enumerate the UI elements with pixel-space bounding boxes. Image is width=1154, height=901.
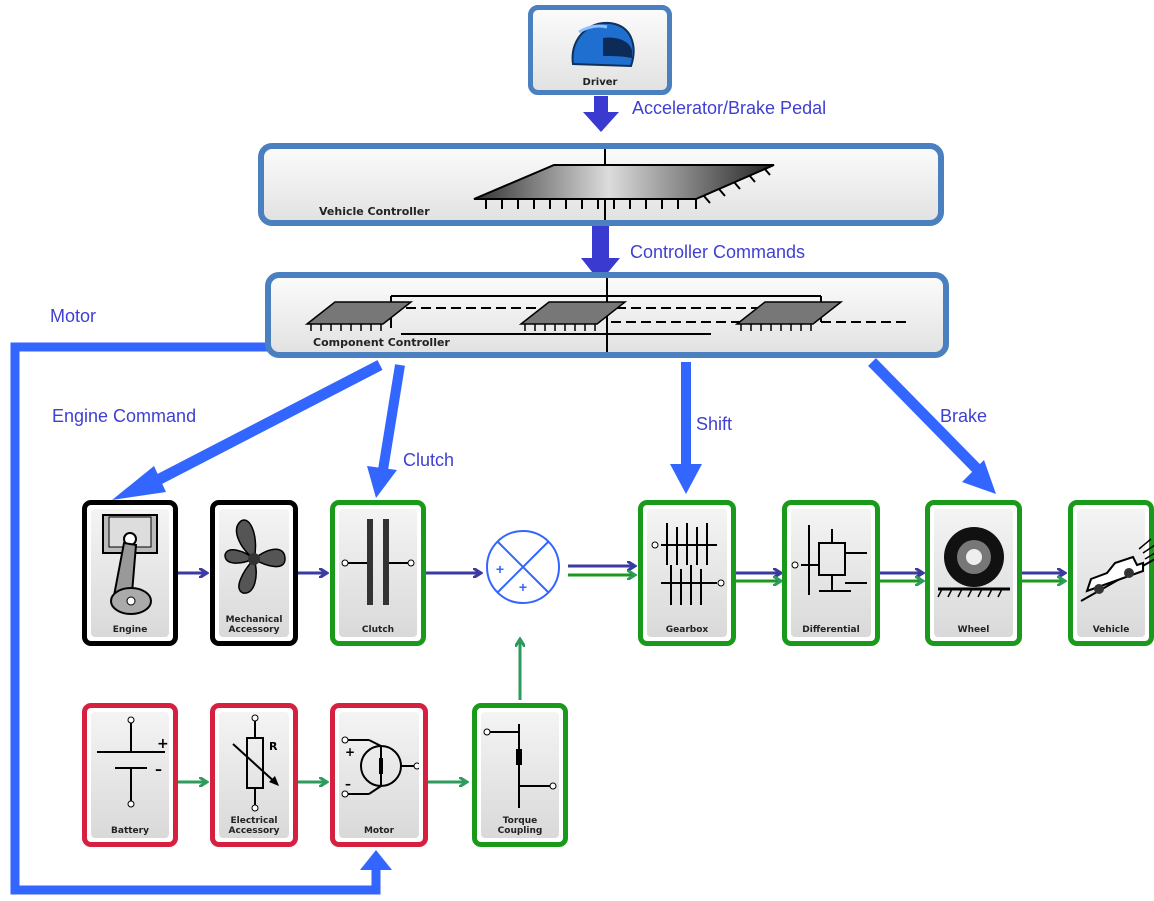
driver-label: Driver bbox=[582, 77, 618, 88]
motor-plus-sign: + bbox=[345, 745, 355, 759]
electrical-accessory-label: Electrical Accessory bbox=[215, 816, 293, 836]
electrical-accessory-label-line2: Accessory bbox=[228, 826, 280, 836]
vehicle-controller-block[interactable]: Vehicle Controller bbox=[258, 143, 944, 226]
commands-signal-label: Controller Commands bbox=[630, 242, 806, 262]
engine-block[interactable]: Engine bbox=[82, 500, 178, 646]
wheel-block[interactable]: Wheel bbox=[925, 500, 1022, 646]
component-controller-label: Component Controller bbox=[313, 336, 450, 349]
mechanical-flow-green-arrows bbox=[568, 575, 1064, 581]
electrical-accessory-block[interactable]: R Electrical Accessory bbox=[210, 703, 298, 847]
pedal-signal-label: Accelerator/Brake Pedal bbox=[632, 98, 827, 118]
commands-arrow bbox=[581, 218, 620, 282]
helmet-icon bbox=[571, 21, 635, 68]
motor-signal-label: Motor bbox=[50, 306, 97, 326]
motor-command-arrowhead bbox=[360, 850, 392, 870]
torque-coupling-block[interactable]: Torque Coupling bbox=[472, 703, 568, 847]
vehicle-block[interactable]: Vehicle bbox=[1068, 500, 1154, 646]
chip-network-icon bbox=[304, 278, 911, 352]
mechanical-accessory-label: Mechanical Accessory bbox=[215, 615, 293, 635]
battery-minus-sign: – bbox=[155, 762, 162, 778]
motor-minus-sign: – bbox=[345, 777, 351, 791]
mechanical-flow-arrows bbox=[178, 566, 1064, 573]
engine-label: Engine bbox=[112, 625, 148, 635]
piston-icon bbox=[102, 514, 158, 615]
driver-block[interactable]: Driver bbox=[528, 5, 672, 95]
gearbox-block[interactable]: Gearbox bbox=[638, 500, 736, 646]
motor-block[interactable]: + – Motor bbox=[330, 703, 428, 847]
shift-signal-label: Shift bbox=[696, 414, 733, 434]
engine-command-label: Engine Command bbox=[52, 406, 197, 426]
sum-sign-bottom: + bbox=[519, 579, 527, 595]
fan-icon bbox=[224, 519, 286, 594]
chip-icon bbox=[473, 149, 775, 220]
torque-coupling-label-line1: Torque bbox=[502, 816, 538, 826]
mechanical-accessory-label-line1: Mechanical bbox=[225, 615, 283, 625]
differential-label: Differential bbox=[802, 625, 860, 635]
torque-coupling-label: Torque Coupling bbox=[477, 816, 563, 836]
sum-sign-left: + bbox=[496, 561, 504, 577]
clutch-signal-label: Clutch bbox=[403, 450, 455, 470]
battery-label: Battery bbox=[111, 826, 149, 836]
battery-block[interactable]: + – Battery bbox=[82, 703, 178, 847]
mechanical-accessory-block[interactable]: Mechanical Accessory bbox=[210, 500, 298, 646]
wheel-label: Wheel bbox=[957, 625, 990, 635]
car-on-slope-icon bbox=[1080, 538, 1154, 602]
summing-junction: + + bbox=[486, 530, 560, 604]
brake-signal-label: Brake bbox=[940, 406, 988, 426]
torque-coupling-label-line2: Coupling bbox=[497, 826, 543, 836]
torque-coupling-icon bbox=[483, 724, 557, 808]
differential-block[interactable]: Differential bbox=[782, 500, 880, 646]
brake-command-arrow bbox=[868, 358, 996, 494]
clutch-block[interactable]: Clutch bbox=[330, 500, 426, 646]
electrical-flow-arrows bbox=[178, 640, 520, 782]
battery-icon: + – bbox=[97, 716, 169, 808]
mechanical-accessory-label-line2: Accessory bbox=[228, 625, 280, 635]
resistor-icon: R bbox=[232, 714, 279, 812]
engine-command-arrow bbox=[112, 360, 383, 500]
resistor-symbol: R bbox=[269, 740, 278, 753]
battery-plus-sign: + bbox=[157, 736, 169, 752]
vehicle-controller-label: Vehicle Controller bbox=[319, 205, 430, 218]
clutch-label: Clutch bbox=[361, 625, 395, 635]
vehicle-label: Vehicle bbox=[1092, 625, 1130, 635]
motor-label: Motor bbox=[363, 826, 395, 836]
differential-icon bbox=[791, 525, 867, 595]
electrical-accessory-label-line1: Electrical bbox=[230, 816, 278, 826]
wheel-icon bbox=[937, 527, 1010, 598]
gearbox-icon bbox=[651, 523, 725, 605]
pedal-arrow bbox=[583, 96, 619, 132]
motor-icon: + – bbox=[341, 736, 419, 798]
motor-command-line bbox=[10, 342, 381, 895]
clutch-command-arrow bbox=[367, 364, 405, 498]
component-controller-block[interactable]: Component Controller bbox=[265, 272, 949, 358]
shift-command-arrow bbox=[670, 362, 702, 494]
clutch-icon bbox=[341, 519, 415, 605]
gearbox-label: Gearbox bbox=[665, 625, 709, 635]
